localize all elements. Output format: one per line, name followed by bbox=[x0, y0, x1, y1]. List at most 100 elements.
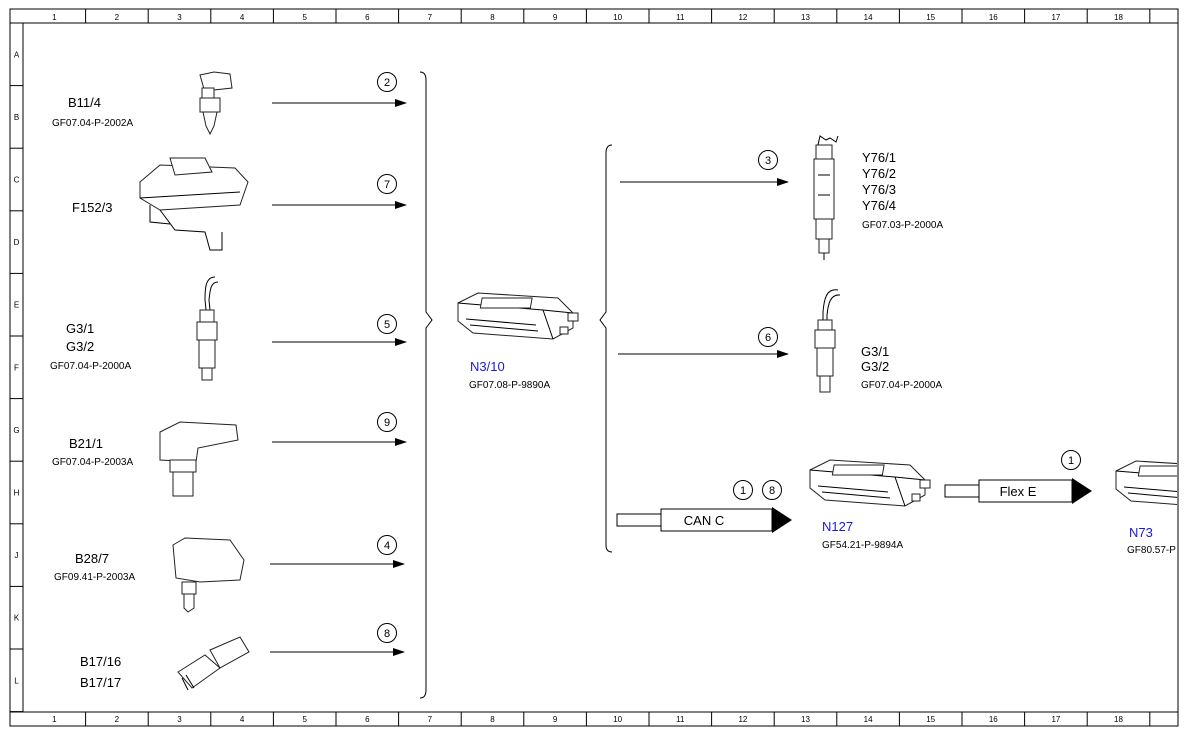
input-ref-b11-4: GF07.04-P-2002A bbox=[52, 118, 133, 129]
column-number: 3 bbox=[177, 13, 182, 22]
column-number: 18 bbox=[1114, 13, 1123, 22]
svg-text:1: 1 bbox=[1068, 455, 1074, 467]
callout-9: 9 bbox=[377, 412, 397, 432]
column-number: 17 bbox=[1051, 715, 1060, 724]
row-letter: K bbox=[14, 614, 20, 623]
drawing-frame bbox=[9, 8, 1179, 727]
svg-text:5: 5 bbox=[384, 319, 390, 331]
column-number: 8 bbox=[490, 13, 495, 22]
callout-1-flex: 1 bbox=[1061, 450, 1081, 470]
output-ref-g3: GF07.04-P-2000A bbox=[861, 380, 942, 391]
input-label-b28-7: B28/7 bbox=[75, 551, 109, 566]
callout-8-can: 8 bbox=[762, 480, 782, 500]
input-brace bbox=[419, 71, 433, 699]
row-letter: F bbox=[14, 363, 19, 372]
callout-6: 6 bbox=[758, 327, 778, 347]
svg-text:2: 2 bbox=[384, 77, 390, 89]
callout-3: 3 bbox=[758, 150, 778, 170]
control-unit-label: N3/10 bbox=[470, 359, 505, 374]
row-letter: L bbox=[14, 676, 19, 685]
column-number: 14 bbox=[864, 13, 873, 22]
input-label-b17-17: B17/17 bbox=[80, 675, 121, 690]
column-number: 1 bbox=[52, 13, 57, 22]
svg-text:9: 9 bbox=[384, 417, 390, 429]
column-number: 12 bbox=[738, 13, 747, 22]
callout-5: 5 bbox=[377, 314, 397, 334]
flex-e-bus-arrow bbox=[944, 478, 1092, 504]
column-number: 5 bbox=[302, 13, 307, 22]
row-letter: A bbox=[14, 50, 20, 59]
callout-8: 8 bbox=[377, 623, 397, 643]
input-label-b21-1: B21/1 bbox=[69, 436, 103, 451]
fuse-relay-module-icon bbox=[139, 157, 249, 251]
row-letter: C bbox=[14, 176, 20, 185]
input-label-g3-1: G3/1 bbox=[66, 321, 94, 336]
column-number: 12 bbox=[738, 715, 747, 724]
column-number: 1 bbox=[52, 715, 57, 724]
input-ref-b21-1: GF07.04-P-2003A bbox=[52, 457, 133, 468]
column-number: 6 bbox=[365, 13, 370, 22]
column-number: 4 bbox=[240, 715, 245, 724]
input-ref-b28-7: GF09.41-P-2003A bbox=[54, 572, 135, 583]
control-unit-icon bbox=[809, 459, 931, 507]
callout-4: 4 bbox=[377, 535, 397, 555]
column-number: 13 bbox=[801, 13, 810, 22]
row-letter: B bbox=[14, 113, 19, 122]
svg-text:3: 3 bbox=[765, 155, 771, 167]
n127-label: N127 bbox=[822, 519, 853, 534]
column-number: 7 bbox=[428, 715, 433, 724]
callout-1-can: 1 bbox=[733, 480, 753, 500]
can-c-label: CAN C bbox=[684, 513, 724, 528]
svg-text:8: 8 bbox=[769, 485, 775, 497]
input-label-g3-2: G3/2 bbox=[66, 339, 94, 354]
n73-ref: GF80.57-P bbox=[1127, 545, 1176, 556]
row-letter: H bbox=[14, 489, 20, 498]
pressure-sensor-icon bbox=[172, 537, 245, 613]
control-unit-icon bbox=[1115, 460, 1177, 508]
column-number: 9 bbox=[553, 13, 558, 22]
input-arrows bbox=[270, 99, 407, 656]
can-c-bus-arrow bbox=[616, 507, 792, 533]
column-number: 16 bbox=[989, 715, 998, 724]
coolant-temp-sensor-icon bbox=[199, 71, 233, 136]
map-sensor-icon bbox=[159, 421, 239, 497]
o2-sensor-icon bbox=[196, 276, 219, 381]
temp-sensor-icon bbox=[177, 636, 250, 691]
column-number: 16 bbox=[989, 13, 998, 22]
n73-label: N73 bbox=[1129, 525, 1153, 540]
svg-text:8: 8 bbox=[384, 628, 390, 640]
column-number: 17 bbox=[1051, 13, 1060, 22]
output-brace bbox=[599, 144, 613, 553]
output-label-y76-3: Y76/3 bbox=[862, 182, 896, 197]
column-number: 11 bbox=[676, 13, 685, 22]
column-number: 4 bbox=[240, 13, 245, 22]
column-number: 5 bbox=[302, 715, 307, 724]
column-number: 7 bbox=[428, 13, 433, 22]
fuel-injector-icon bbox=[813, 135, 839, 260]
column-number: 15 bbox=[926, 13, 935, 22]
callout-2: 2 bbox=[377, 72, 397, 92]
svg-text:4: 4 bbox=[384, 540, 390, 552]
input-ref-g3: GF07.04-P-2000A bbox=[50, 361, 131, 372]
column-number: 10 bbox=[613, 715, 622, 724]
column-number: 10 bbox=[613, 13, 622, 22]
svg-text:1: 1 bbox=[740, 485, 746, 497]
column-number: 15 bbox=[926, 715, 935, 724]
column-number: 13 bbox=[801, 715, 810, 724]
column-number: 6 bbox=[365, 715, 370, 724]
output-label-y76-4: Y76/4 bbox=[862, 198, 896, 213]
output-ref-y76: GF07.03-P-2000A bbox=[862, 220, 943, 231]
flex-e-label: Flex E bbox=[1000, 484, 1037, 499]
column-number: 3 bbox=[177, 715, 182, 724]
column-number: 2 bbox=[115, 13, 120, 22]
control-unit-icon bbox=[457, 292, 579, 340]
column-number: 11 bbox=[676, 715, 685, 724]
input-label-b11-4: B11/4 bbox=[68, 95, 101, 110]
column-number: 9 bbox=[553, 715, 558, 724]
row-letter: E bbox=[14, 301, 19, 310]
input-label-b17-16: B17/16 bbox=[80, 654, 121, 669]
